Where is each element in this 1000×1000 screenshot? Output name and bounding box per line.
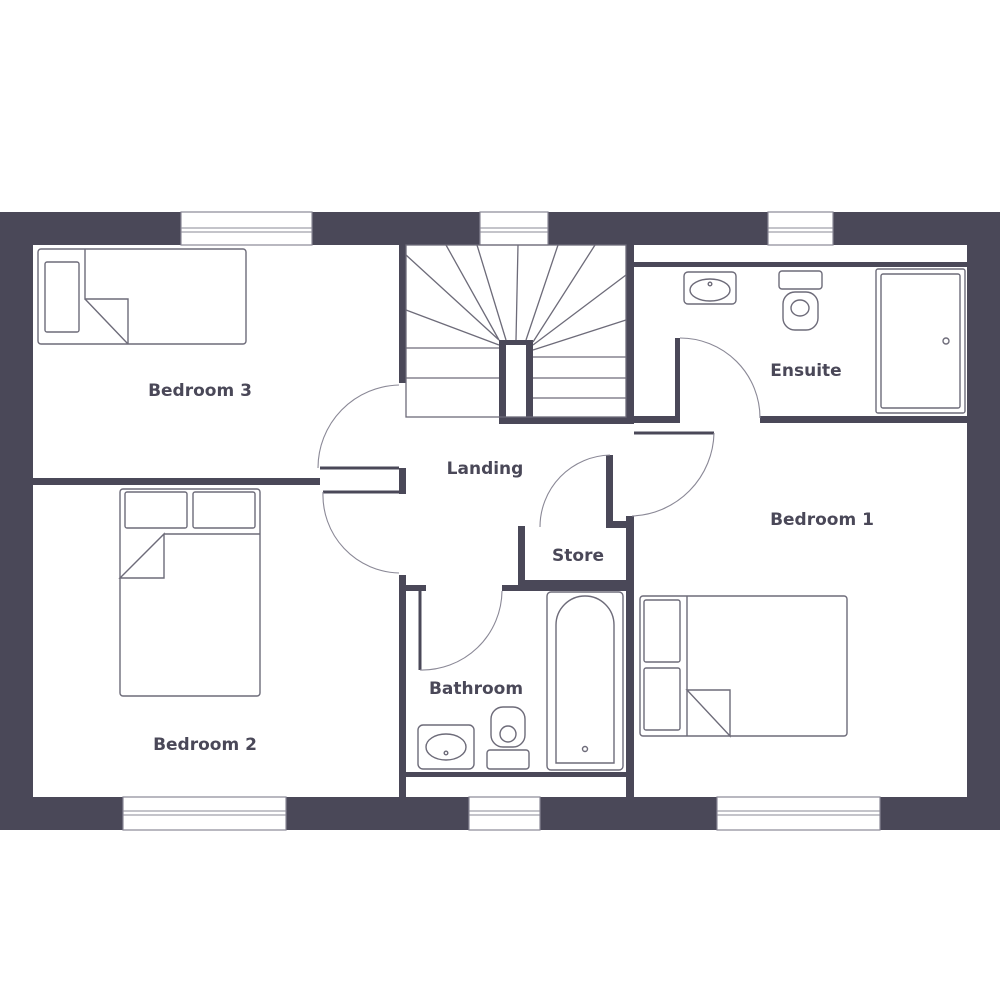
room-label-landing: Landing <box>447 459 524 479</box>
interior-walls <box>33 245 967 797</box>
bedroom3-single-bed <box>37 248 247 345</box>
room-label-bedroom1: Bedroom 1 <box>770 510 874 530</box>
staircase <box>405 244 627 418</box>
ensuite-shower <box>875 268 966 414</box>
door-ensuite <box>676 337 761 419</box>
window-ensuite <box>767 211 834 246</box>
door-bathroom <box>418 590 503 671</box>
room-label-store: Store <box>552 546 604 566</box>
window-bedroom1 <box>716 796 881 831</box>
ensuite-basin <box>683 271 737 305</box>
window-bathroom <box>468 796 541 831</box>
window-bedroom3 <box>180 211 313 246</box>
room-label-ensuite: Ensuite <box>770 361 841 381</box>
room-label-bedroom2: Bedroom 2 <box>153 735 257 755</box>
room-labels: Bedroom 3 Landing Ensuite Bedroom 1 Stor… <box>148 361 874 755</box>
bathroom-toilet <box>486 706 530 770</box>
windows <box>122 211 881 831</box>
bathroom-bath <box>546 591 624 771</box>
window-bedroom2 <box>122 796 287 831</box>
doors <box>317 337 761 671</box>
ensuite-toilet <box>778 270 823 331</box>
room-label-bathroom: Bathroom <box>429 679 523 699</box>
room-label-bedroom3: Bedroom 3 <box>148 381 252 401</box>
bedroom2-double-bed <box>118 488 261 697</box>
door-bedroom3 <box>317 384 400 470</box>
door-store <box>539 454 612 528</box>
bedroom1-double-bed <box>639 595 848 738</box>
door-bedroom2 <box>322 490 400 574</box>
window-landing <box>479 211 549 246</box>
door-bedroom1 <box>631 431 715 517</box>
bathroom-basin <box>417 724 475 770</box>
